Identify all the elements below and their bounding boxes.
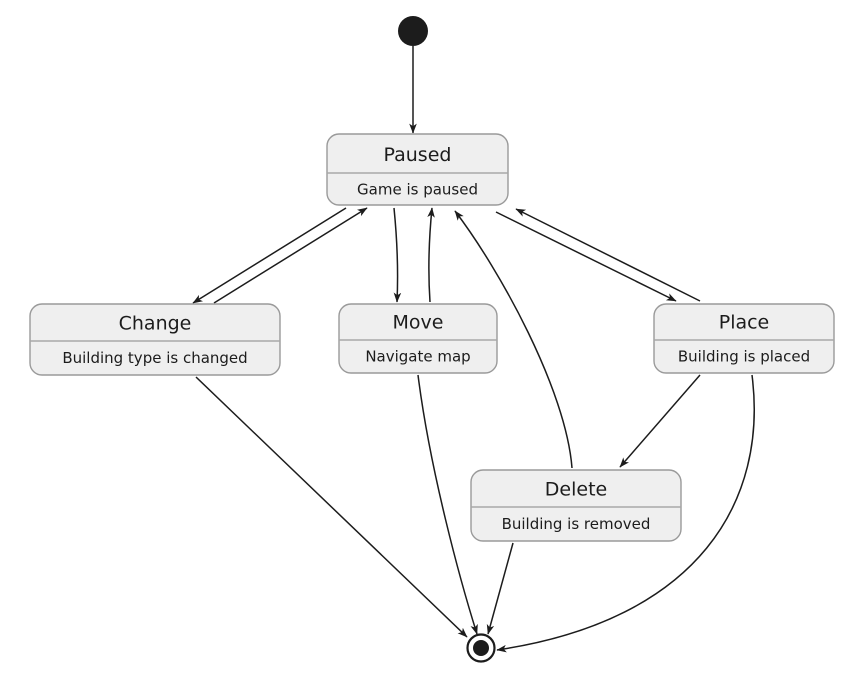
state-move-box[interactable]	[338, 303, 498, 374]
state-delete-box[interactable]	[470, 469, 682, 542]
final-state-node	[466, 633, 496, 663]
state-place[interactable]: Place Building is placed	[653, 303, 835, 374]
state-change-description: Building type is changed	[62, 349, 247, 367]
transition-change-to-final	[195, 376, 468, 638]
transition-place-to-final	[496, 374, 755, 653]
state-paused-name: Paused	[384, 144, 452, 166]
state-change[interactable]: Change Building type is changed	[29, 303, 281, 376]
state-paused-box[interactable]	[326, 133, 509, 206]
transition-paused-to-place	[495, 211, 677, 302]
transition-place-to-paused	[515, 208, 701, 302]
transition-change-to-paused	[213, 207, 368, 304]
state-change-name: Change	[119, 313, 192, 335]
state-delete[interactable]: Delete Building is removed	[470, 469, 682, 542]
initial-node-circle	[398, 16, 428, 46]
transition-delete-to-paused	[454, 210, 573, 469]
state-paused-description: Game is paused	[357, 181, 478, 199]
state-change-box[interactable]	[29, 303, 281, 376]
state-place-box[interactable]	[653, 303, 835, 374]
state-move[interactable]: Move Navigate map	[338, 303, 498, 374]
transition-paused-to-change	[192, 207, 347, 304]
transitions-layer	[192, 46, 755, 653]
transition-place-to-delete	[619, 374, 701, 468]
state-move-description: Navigate map	[365, 348, 470, 366]
transition-delete-to-final	[486, 542, 514, 635]
state-paused[interactable]: Paused Game is paused	[326, 133, 509, 206]
transition-paused-to-move	[393, 207, 402, 303]
initial-state-node	[398, 16, 428, 46]
transition-move-to-final	[417, 374, 478, 635]
state-place-name: Place	[719, 312, 770, 334]
state-place-description: Building is placed	[678, 348, 810, 366]
state-move-name: Move	[393, 312, 444, 334]
state-delete-description: Building is removed	[502, 515, 651, 533]
transition-move-to-paused	[427, 207, 435, 303]
state-delete-name: Delete	[545, 479, 607, 501]
final-node-inner-dot	[473, 640, 489, 656]
